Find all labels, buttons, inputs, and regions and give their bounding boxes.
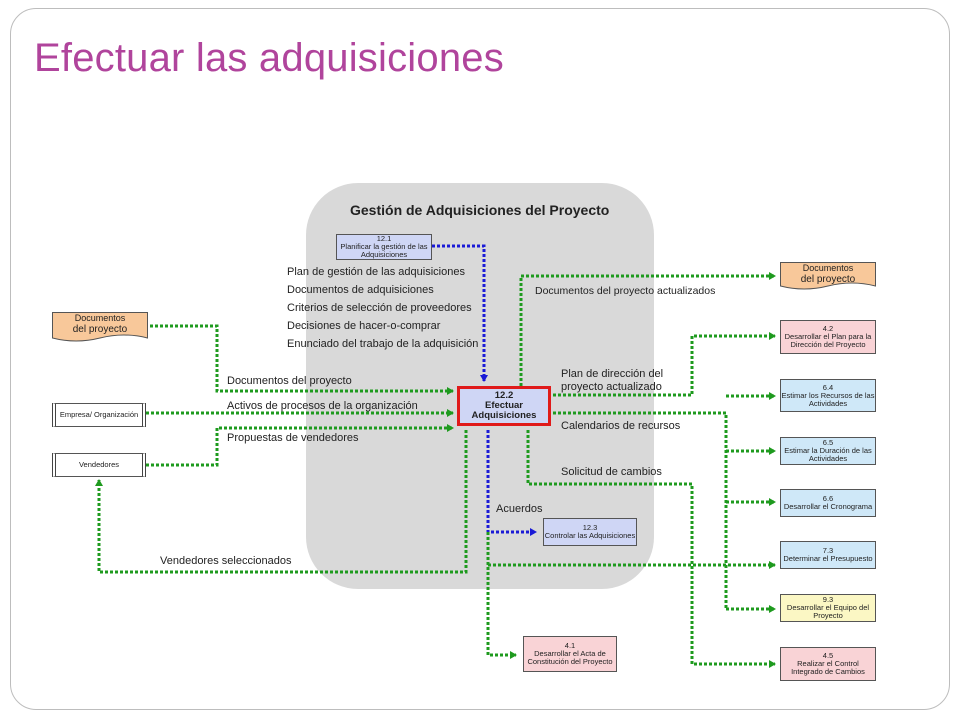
box-number: 7.3 <box>822 546 834 555</box>
box-number: 6.4 <box>822 382 834 392</box>
documentos-proyecto-input: Documentos del proyecto <box>52 312 148 344</box>
box-name: Planificar la gestión de las Adquisicion… <box>340 242 428 259</box>
document-shape-icon <box>780 262 876 290</box>
doc-line-1: Documentos <box>74 313 126 323</box>
label-docs-actualizados: Documentos del proyecto actualizados <box>535 285 716 297</box>
box-number: 4.2 <box>822 324 834 333</box>
process-box-6-4: 6.4 Estimar los Recursos de las Activida… <box>780 379 876 412</box>
empresa-label: Empresa/ Organización <box>59 410 139 419</box>
box-number: 4.1 <box>564 641 576 650</box>
plan-item: Criterios de selección de proveedores <box>287 302 472 314</box>
line-to-acta <box>486 532 517 659</box>
vendedores-label: Vendedores <box>78 460 120 469</box>
box-name: Desarrollar el Equipo del Proyecto <box>786 603 870 620</box>
box-number: 12.1 <box>376 234 392 243</box>
empresa-organizacion-box: Empresa/ Organización <box>52 403 146 427</box>
label-vendedores-seleccionados: Vendedores seleccionados <box>160 555 292 567</box>
line-docs-proyecto-in <box>150 324 454 395</box>
box-name: Desarrollar el Acta de Constitución del … <box>527 649 613 666</box>
box-number: 4.5 <box>822 651 834 660</box>
line-solicitud <box>526 430 776 668</box>
doc-line-2: del proyecto <box>72 324 128 335</box>
vendedores-box: Vendedores <box>52 453 146 477</box>
plan-item: Plan de gestión de las adquisiciones <box>287 266 465 278</box>
line-calendarios <box>553 411 728 609</box>
box-name: Desarrollar el Cronograma <box>783 502 873 511</box>
line-propuestas-in <box>146 424 454 467</box>
line-vendedores-sel <box>95 430 468 574</box>
label-acuerdos: Acuerdos <box>496 503 543 515</box>
center-number: 12.2 <box>494 390 514 401</box>
documentos-proyecto-output: Documentos del proyecto <box>780 262 876 292</box>
acta-constitucion-box: 4.1 Desarrollar el Acta de Constitución … <box>523 636 617 672</box>
box-number: 9.3 <box>822 595 834 604</box>
process-box-6-5: 6.5 Estimar la Duración de las Actividad… <box>780 437 876 465</box>
slide-title: Efectuar las adquisiciones <box>34 36 504 80</box>
controlar-adquisiciones-box: 12.3 Controlar las Adquisiciones <box>543 518 637 546</box>
label-plan-line-1: Plan de dirección del <box>561 368 664 380</box>
planificar-adquisiciones-box: 12.1 Planificar la gestión de las Adquis… <box>336 234 432 260</box>
process-box-6-6: 6.6 Desarrollar el Cronograma <box>780 489 876 517</box>
process-box-4-5: 4.5 Realizar el Control Integrado de Cam… <box>780 647 876 681</box>
doc-line-1: Documentos <box>802 263 854 273</box>
box-number: 12.3 <box>582 523 598 532</box>
box-name: Estimar la Duración de las Actividades <box>784 446 872 463</box>
box-number: 6.5 <box>822 438 834 447</box>
process-box-4-2: 4.2 Desarrollar el Plan para la Direcció… <box>780 320 876 354</box>
process-box-7-3: 7.3 Determinar el Presupuesto <box>780 541 876 569</box>
efectuar-adquisiciones-box: 12.2 Efectuar Adquisiciones <box>457 386 551 426</box>
label-calendarios: Calendarios de recursos <box>561 420 681 432</box>
line-docs-actualizados <box>519 272 776 386</box>
box-name: Desarrollar el Plan para la Dirección de… <box>784 332 872 349</box>
document-shape-icon <box>52 312 148 342</box>
center-name: Efectuar Adquisiciones <box>471 400 537 421</box>
label-propuestas: Propuestas de vendedores <box>227 432 359 444</box>
label-plan-direccion: Plan de dirección del proyecto actualiza… <box>561 368 663 394</box>
doc-line-2: del proyecto <box>800 274 856 285</box>
line-plan-in <box>432 244 488 382</box>
box-number: 6.6 <box>822 494 834 503</box>
panel-title: Gestión de Adquisiciones del Proyecto <box>350 202 610 218</box>
box-name: Estimar los Recursos de las Actividades <box>781 390 875 408</box>
process-box-9-3: 9.3 Desarrollar el Equipo del Proyecto <box>780 594 876 622</box>
box-name: Determinar el Presupuesto <box>783 554 873 563</box>
label-solicitud: Solicitud de cambios <box>561 466 662 478</box>
box-name: Realizar el Control Integrado de Cambios <box>791 659 865 676</box>
plan-item: Decisiones de hacer-o-comprar <box>287 320 441 332</box>
plan-item: Documentos de adquisiciones <box>287 284 434 296</box>
plan-item: Enunciado del trabajo de la adquisición <box>287 338 479 350</box>
label-documentos-proyecto: Documentos del proyecto <box>227 375 352 387</box>
label-plan-line-2: proyecto actualizado <box>561 381 662 393</box>
label-activos: Activos de procesos de la organización <box>227 400 418 412</box>
box-name: Controlar las Adquisiciones <box>544 531 636 540</box>
